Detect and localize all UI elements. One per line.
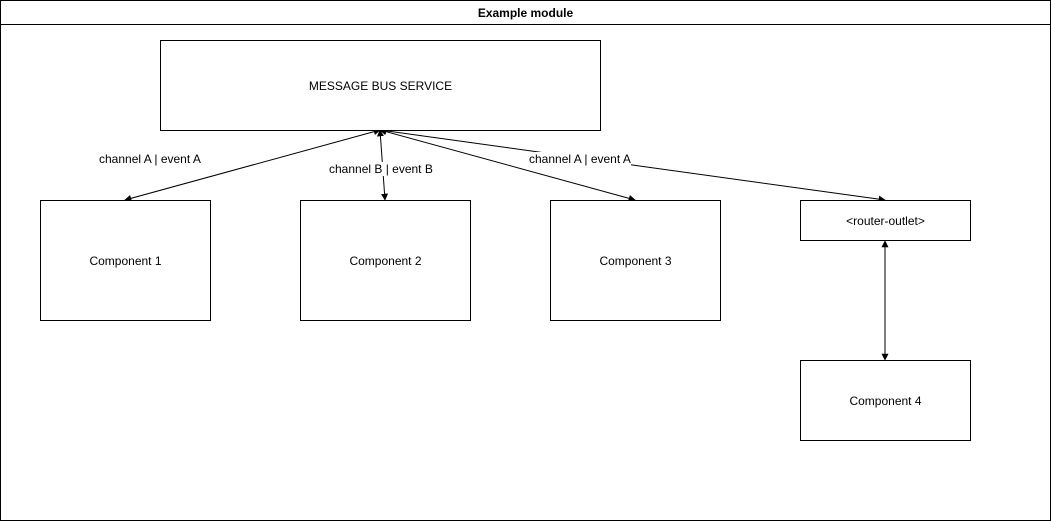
message-bus-service-label: MESSAGE BUS SERVICE (308, 78, 453, 93)
router-outlet-label: <router-outlet> (846, 213, 925, 228)
edge-label-bus-component3: channel A | event A (529, 152, 631, 166)
message-bus-service-node[interactable]: MESSAGE BUS SERVICE (160, 40, 601, 131)
component-1-label: Component 1 (89, 253, 162, 268)
component-1-node[interactable]: Component 1 (40, 200, 211, 321)
component-4-label: Component 4 (849, 393, 922, 408)
component-4-node[interactable]: Component 4 (800, 360, 971, 441)
edge-label-bus-component1: channel A | event A (99, 152, 201, 166)
component-3-node[interactable]: Component 3 (550, 200, 721, 321)
component-2-node[interactable]: Component 2 (300, 200, 471, 321)
module-title: Example module (1, 1, 1050, 25)
router-outlet-node[interactable]: <router-outlet> (800, 200, 971, 241)
component-3-label: Component 3 (599, 253, 672, 268)
component-2-label: Component 2 (349, 253, 422, 268)
edge-label-bus-component2: channel B | event B (329, 162, 433, 176)
